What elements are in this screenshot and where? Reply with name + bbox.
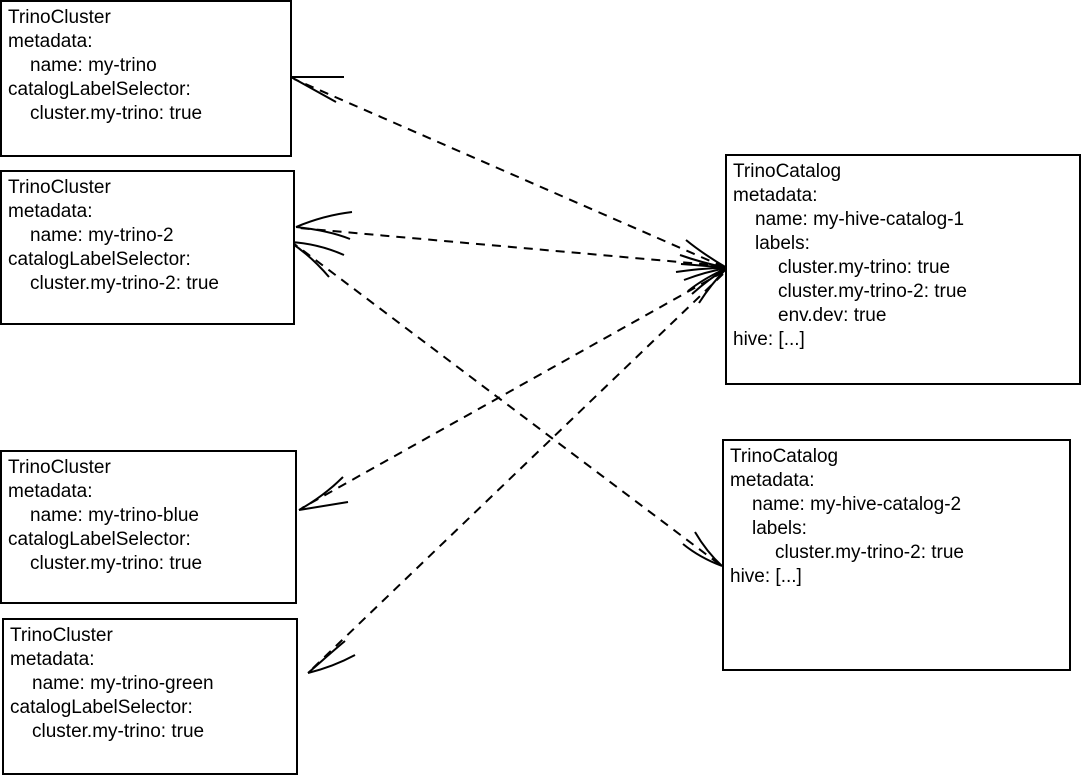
node-line-name: name: my-trino-2 [30,225,174,246]
node-line-selector-entry: cluster.my-trino: true [32,721,205,742]
node-trinocluster-my-trino-blue[interactable]: TrinoCluster metadata: name: my-trino-bl… [0,450,297,604]
node-line-kind: TrinoCluster [8,177,111,198]
edge-catalog2-to-my-trino-2 [289,241,723,567]
node-line-name: name: my-trino-blue [30,505,199,526]
node-line-selector-entry: cluster.my-trino: true [30,103,203,124]
node-line-metadata: metadata: [8,31,93,52]
node-line-label-entry: cluster.my-trino-2: true [778,281,967,302]
node-line-metadata: metadata: [733,185,818,206]
node-line-label-entry: cluster.my-trino: true [778,257,951,278]
node-line-kind: TrinoCluster [8,457,111,478]
node-trinocluster-my-trino-2[interactable]: TrinoCluster metadata: name: my-trino-2 … [0,170,295,325]
node-line-selector: catalogLabelSelector: [8,79,191,100]
node-body: TrinoCatalog metadata: name: my-hive-cat… [733,160,1077,352]
node-trinocatalog-my-hive-catalog-1[interactable]: TrinoCatalog metadata: name: my-hive-cat… [725,154,1081,385]
node-trinocluster-my-trino-green[interactable]: TrinoCluster metadata: name: my-trino-gr… [2,618,298,775]
node-trinocluster-my-trino[interactable]: TrinoCluster metadata: name: my-trino ca… [0,0,292,157]
node-line-selector: catalogLabelSelector: [8,249,191,270]
node-body: TrinoCatalog metadata: name: my-hive-cat… [730,445,1067,589]
node-line-name: name: my-hive-catalog-1 [755,209,965,230]
edge-catalog1-to-my-trino [290,76,725,268]
node-line-labels: labels: [755,233,810,254]
node-line-kind: TrinoCatalog [730,446,839,467]
node-body: TrinoCluster metadata: name: my-trino-bl… [8,456,293,576]
node-line-label-entry: cluster.my-trino-2: true [775,542,964,563]
node-line-selector-entry: cluster.my-trino-2: true [30,273,219,294]
node-trinocatalog-my-hive-catalog-2[interactable]: TrinoCatalog metadata: name: my-hive-cat… [722,439,1071,671]
node-line-kind: TrinoCluster [10,625,113,646]
edge-catalog1-to-my-trino-green [307,273,724,674]
node-line-metadata: metadata: [730,470,815,491]
node-line-kind: TrinoCluster [8,7,111,28]
node-body: TrinoCluster metadata: name: my-trino-gr… [10,624,294,744]
node-line-selector: catalogLabelSelector: [10,697,193,718]
node-line-label-entry: env.dev: true [778,305,887,326]
node-line-metadata: metadata: [10,649,95,670]
node-line-name: name: my-hive-catalog-2 [752,494,962,515]
edge-catalog1-to-my-trino-2 [295,211,725,267]
node-line-metadata: metadata: [8,201,93,222]
node-body: TrinoCluster metadata: name: my-trino-2 … [8,176,291,296]
node-line-selector: catalogLabelSelector: [8,529,191,550]
edge-catalog1-to-my-trino-blue [298,271,724,511]
node-line-metadata: metadata: [8,481,93,502]
node-line-name: name: my-trino-green [32,673,214,694]
node-line-selector-entry: cluster.my-trino: true [30,553,203,574]
node-body: TrinoCluster metadata: name: my-trino ca… [8,6,288,126]
node-line-name: name: my-trino [30,55,157,76]
node-line-labels: labels: [752,518,807,539]
node-line-hive: hive: [...] [733,329,805,350]
node-line-kind: TrinoCatalog [733,161,842,182]
node-line-hive: hive: [...] [730,566,802,587]
arrowhead-cluster-at-catalog-1 [675,239,728,304]
